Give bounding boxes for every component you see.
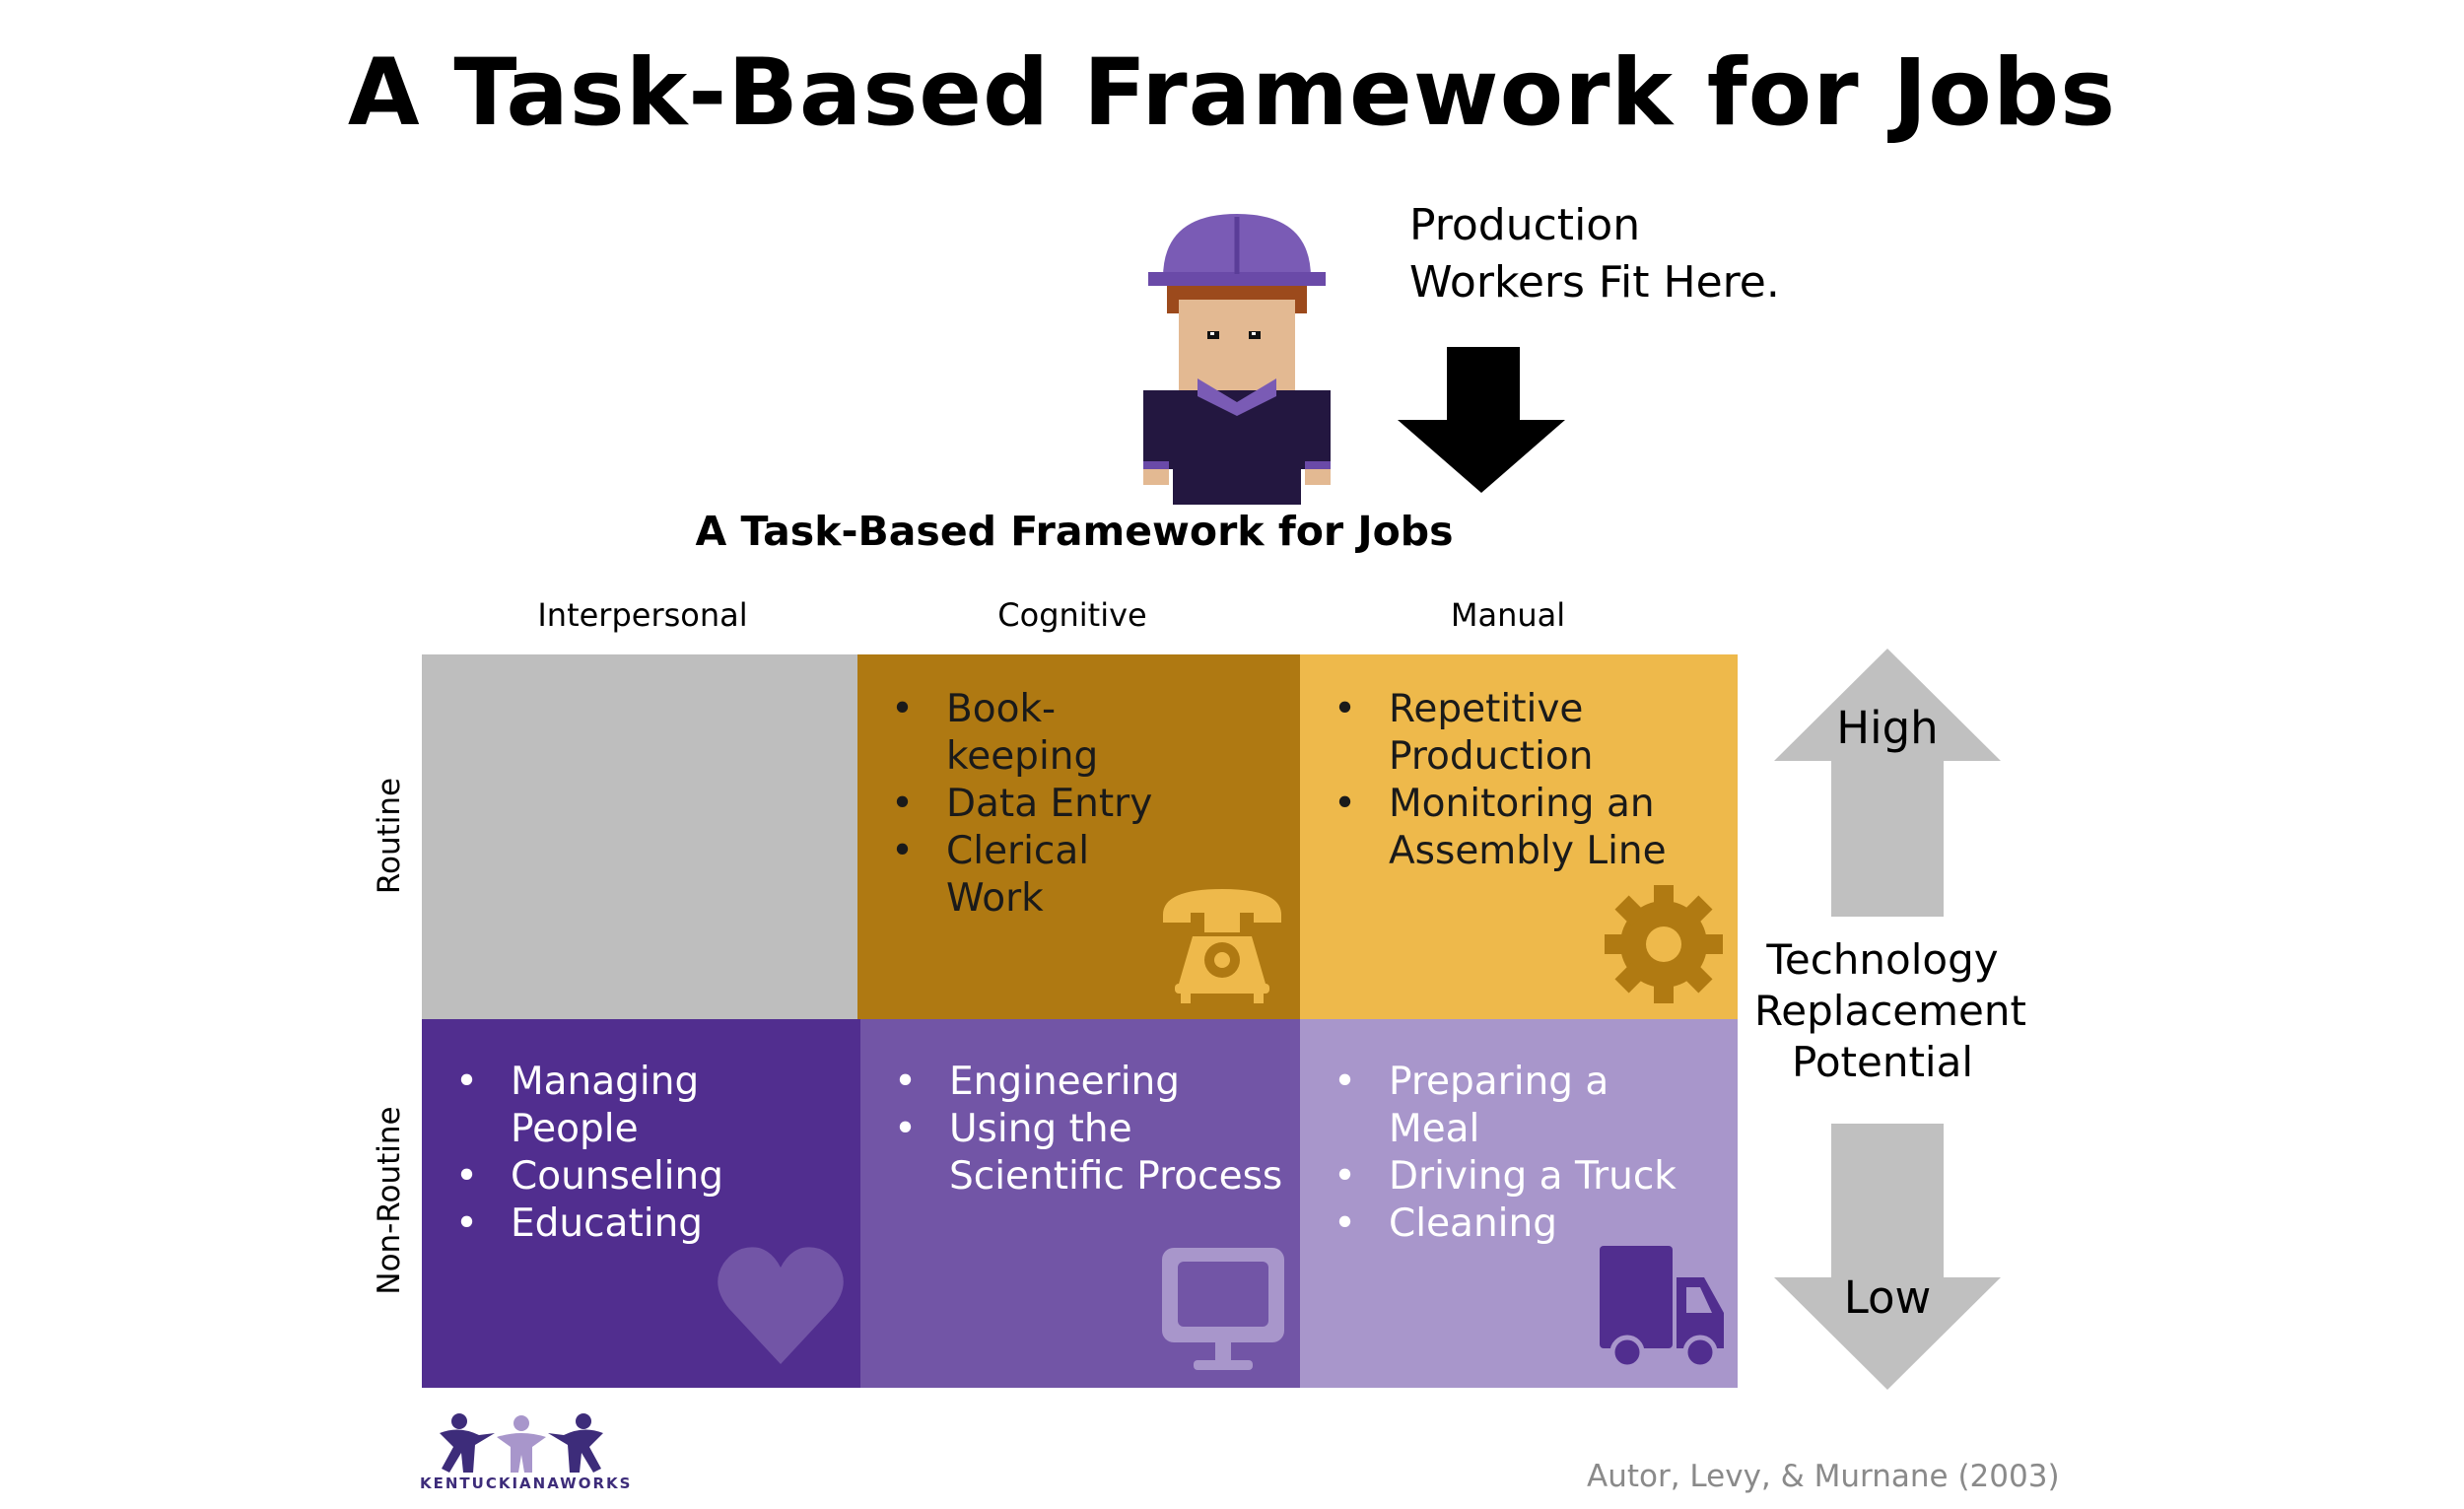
list-item: Data Entry	[857, 781, 1152, 828]
routine-cognitive-list: Book- keeping Data Entry Clerical Work	[857, 686, 1152, 923]
list-item: Preparing a	[1300, 1059, 1677, 1106]
down-gray-arrow-icon	[1774, 1124, 2001, 1390]
scale-low-label: Low	[1843, 1271, 1932, 1324]
routine-manual-list: Repetitive Production Monitoring an Asse…	[1300, 686, 1667, 875]
page-title: A Task-Based Framework for Jobs	[347, 39, 2117, 147]
row-header-routine: Routine	[372, 777, 407, 895]
nonroutine-interpersonal-list: Managing People Counseling Educating	[422, 1059, 723, 1248]
logo-icon	[440, 1413, 603, 1473]
list-item: Repetitive	[1300, 686, 1667, 733]
cell-routine-interpersonal	[422, 654, 857, 1019]
column-header-interpersonal: Interpersonal	[537, 596, 748, 634]
scale-high-label: High	[1836, 702, 1939, 754]
column-header-cognitive: Cognitive	[997, 596, 1147, 634]
list-item: Counseling	[422, 1153, 723, 1200]
list-item: Driving a Truck	[1300, 1153, 1677, 1200]
monitor-icon	[1162, 1248, 1284, 1370]
callout-line-1: Production	[1409, 200, 1641, 250]
column-header-manual: Manual	[1450, 596, 1566, 634]
cell-nonroutine-manual: Preparing a Meal Driving a Truck Cleanin…	[1300, 1019, 1738, 1388]
list-item: Clerical	[857, 828, 1152, 875]
nonroutine-manual-list: Preparing a Meal Driving a Truck Cleanin…	[1300, 1059, 1677, 1248]
tech-label-line-3: Potential	[1792, 1038, 1973, 1086]
list-item: Production	[1389, 734, 1594, 779]
cell-routine-manual: Repetitive Production Monitoring an Asse…	[1300, 654, 1738, 1019]
telephone-icon	[1163, 889, 1281, 1003]
gear-icon	[1605, 885, 1723, 1003]
row-header-non-routine: Non-Routine	[372, 1106, 407, 1295]
logo-wordmark: KENTUCKIANAWORKS	[420, 1475, 633, 1492]
list-item: Book-	[857, 686, 1152, 733]
technology-replacement-label: Technology Replacement Potential	[1754, 934, 2026, 1088]
truck-icon	[1600, 1246, 1724, 1370]
tech-label-line-1: Technology	[1766, 935, 1999, 984]
list-item: Educating	[422, 1200, 723, 1248]
list-item: keeping	[946, 734, 1099, 779]
worker-icon	[1143, 214, 1331, 505]
up-arrow-icon	[1774, 649, 2001, 917]
nonroutine-cognitive-list: Engineering Using the Scientific Process	[860, 1059, 1282, 1200]
list-item: Monitoring an	[1300, 781, 1667, 828]
list-item: Managing	[422, 1059, 723, 1106]
tech-label-line-2: Replacement	[1754, 987, 2026, 1035]
list-item: Meal	[1389, 1107, 1480, 1151]
list-item: Assembly Line	[1389, 829, 1667, 873]
cell-routine-cognitive: Book- keeping Data Entry Clerical Work	[857, 654, 1300, 1019]
callout-line-2: Workers Fit Here.	[1409, 257, 1780, 308]
list-item: People	[511, 1107, 639, 1151]
framework-subtitle: A Task-Based Framework for Jobs	[695, 508, 1454, 555]
list-item: Cleaning	[1300, 1200, 1677, 1248]
list-item: Engineering	[860, 1059, 1282, 1106]
list-item: Scientific Process	[949, 1154, 1283, 1199]
cell-nonroutine-cognitive: Engineering Using the Scientific Process	[860, 1019, 1300, 1388]
down-arrow-icon	[1398, 347, 1565, 493]
heart-icon	[718, 1247, 844, 1364]
citation: Autor, Levy, & Murnane (2003)	[1587, 1459, 2060, 1494]
list-item: Using the	[860, 1106, 1282, 1153]
production-callout: Production Workers Fit Here.	[1409, 197, 1780, 311]
cell-nonroutine-interpersonal: Managing People Counseling Educating	[422, 1019, 860, 1388]
list-item: Work	[946, 876, 1044, 921]
